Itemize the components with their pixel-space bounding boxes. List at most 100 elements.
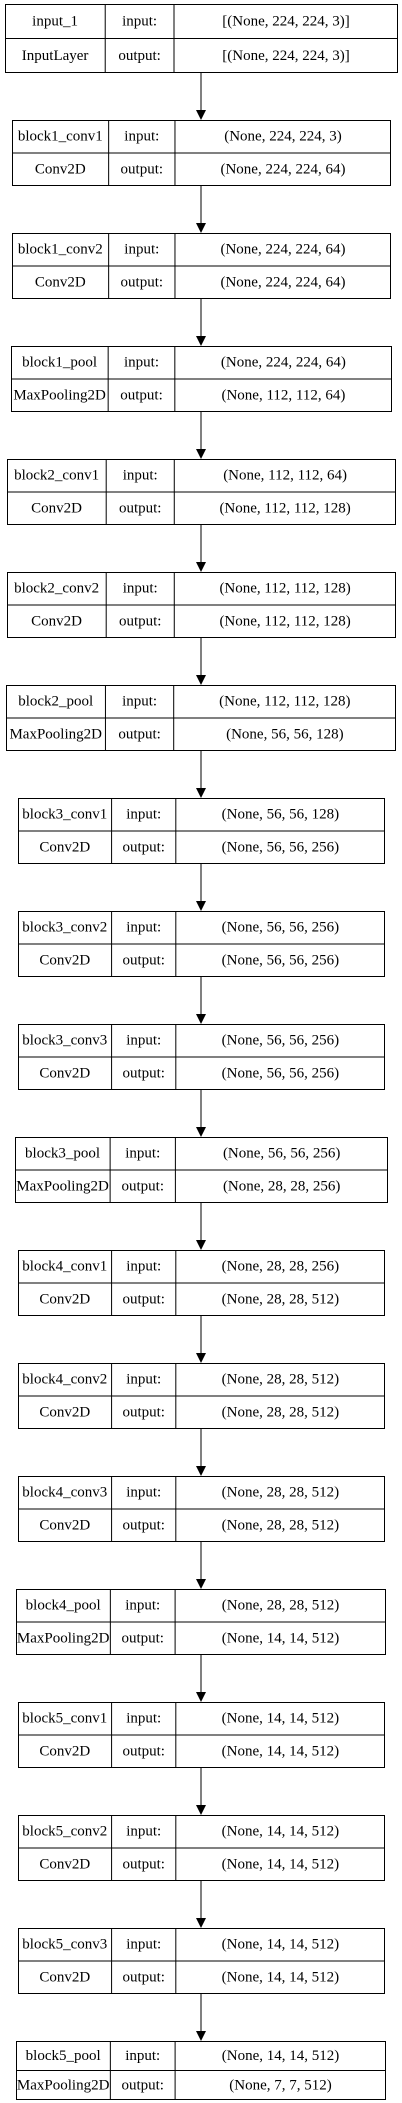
- output-label: output:: [121, 162, 164, 178]
- output-shape: (None, 28, 28, 512): [222, 1405, 339, 1421]
- input-label: input:: [126, 1033, 161, 1049]
- output-label: output:: [119, 614, 162, 630]
- output-label: output:: [118, 727, 161, 743]
- layer-name: block4_conv2: [22, 1372, 107, 1388]
- input-label: input:: [126, 1485, 161, 1501]
- output-label: output:: [121, 1179, 164, 1195]
- layer-type: Conv2D: [31, 501, 82, 517]
- input-label: input:: [126, 1711, 161, 1727]
- layer-type: Conv2D: [39, 1292, 90, 1308]
- output-shape: (None, 112, 112, 128): [219, 501, 350, 517]
- output-shape: (None, 56, 56, 256): [222, 953, 339, 969]
- output-label: output:: [121, 275, 164, 291]
- layer-name: block1_conv2: [18, 242, 103, 258]
- layer-type: Conv2D: [39, 1857, 90, 1873]
- input-label: input:: [125, 1598, 160, 1614]
- layer-type: MaxPooling2D: [9, 727, 102, 743]
- input-shape: (None, 224, 224, 3): [224, 129, 341, 145]
- output-shape: (None, 14, 14, 512): [222, 1631, 339, 1647]
- layer-type: Conv2D: [39, 1744, 90, 1760]
- layer-type: MaxPooling2D: [16, 1179, 109, 1195]
- layer-type: InputLayer: [22, 48, 89, 64]
- output-label: output:: [122, 840, 165, 856]
- layer-name: block2_conv2: [14, 581, 99, 597]
- layer-node: block1_poolMaxPooling2Dinput:output:(Non…: [11, 346, 392, 412]
- input-shape: (None, 56, 56, 256): [223, 1146, 340, 1162]
- input-shape: (None, 224, 224, 64): [221, 355, 346, 371]
- layer-type: MaxPooling2D: [17, 1631, 110, 1647]
- input-label: input:: [126, 807, 161, 823]
- output-shape: (None, 56, 56, 256): [222, 1066, 339, 1082]
- output-shape: (None, 28, 28, 512): [222, 1292, 339, 1308]
- input-shape: (None, 112, 112, 64): [223, 468, 347, 484]
- layer-name: block1_conv1: [18, 129, 103, 145]
- output-label: output:: [122, 1292, 165, 1308]
- output-shape: (None, 7, 7, 512): [229, 2077, 331, 2093]
- layer-node: block5_poolMaxPooling2Dinput:output:(Non…: [16, 2041, 386, 2100]
- layer-type: Conv2D: [31, 614, 82, 630]
- input-shape: (None, 56, 56, 128): [222, 807, 339, 823]
- input-label: input:: [126, 1824, 161, 1840]
- input-shape: (None, 56, 56, 256): [222, 920, 339, 936]
- output-label: output:: [121, 2077, 164, 2093]
- input-label: input:: [123, 581, 158, 597]
- input-shape: (None, 28, 28, 512): [222, 1598, 339, 1614]
- layer-name: block4_conv3: [22, 1485, 107, 1501]
- output-shape: (None, 56, 56, 128): [226, 727, 343, 743]
- output-shape: (None, 112, 112, 128): [219, 614, 350, 630]
- output-label: output:: [122, 1066, 165, 1082]
- layer-name: block3_conv1: [22, 807, 107, 823]
- input-label: input:: [124, 355, 159, 371]
- layer-name: block3_conv3: [22, 1033, 107, 1049]
- layer-name: block5_conv1: [22, 1711, 107, 1727]
- input-label: input:: [122, 13, 157, 29]
- layer-type: Conv2D: [39, 1518, 90, 1534]
- layer-node: block2_poolMaxPooling2Dinput:output:(Non…: [6, 685, 396, 751]
- input-shape: (None, 112, 112, 128): [219, 694, 350, 710]
- output-shape: (None, 112, 112, 64): [221, 388, 345, 404]
- input-shape: (None, 14, 14, 512): [222, 1937, 339, 1953]
- layer-name: block5_pool: [26, 2048, 101, 2064]
- output-label: output:: [118, 48, 161, 64]
- input-label: input:: [126, 1259, 161, 1275]
- output-label: output:: [122, 1970, 165, 1986]
- layer-type: Conv2D: [39, 1405, 90, 1421]
- layer-name: block4_pool: [26, 1598, 101, 1614]
- output-shape: (None, 14, 14, 512): [222, 1857, 339, 1873]
- output-label: output:: [122, 1744, 165, 1760]
- layer-type: Conv2D: [39, 1970, 90, 1986]
- layer-type: MaxPooling2D: [13, 388, 106, 404]
- input-label: input:: [124, 242, 159, 258]
- output-label: output:: [121, 1631, 164, 1647]
- input-label: input:: [125, 1146, 160, 1162]
- layer-name: input_1: [32, 13, 78, 29]
- input-label: input:: [123, 468, 158, 484]
- output-shape: [(None, 224, 224, 3)]: [222, 48, 349, 64]
- layer-type: Conv2D: [39, 1066, 90, 1082]
- layer-type: Conv2D: [39, 840, 90, 856]
- output-label: output:: [122, 1518, 165, 1534]
- layer-name: block2_conv1: [14, 468, 99, 484]
- output-shape: (None, 224, 224, 64): [220, 162, 345, 178]
- input-shape: (None, 14, 14, 512): [222, 1824, 339, 1840]
- layer-name: block4_conv1: [22, 1259, 107, 1275]
- layer-name: block5_conv3: [22, 1937, 107, 1953]
- layer-name: block5_conv2: [22, 1824, 107, 1840]
- output-label: output:: [122, 1857, 165, 1873]
- input-shape: (None, 14, 14, 512): [222, 1711, 339, 1727]
- layer-name: block3_conv2: [22, 920, 107, 936]
- input-label: input:: [126, 920, 161, 936]
